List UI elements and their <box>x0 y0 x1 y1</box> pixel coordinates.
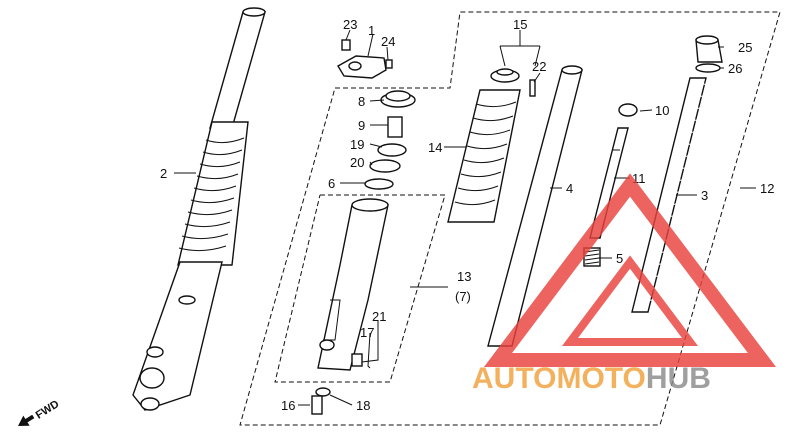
label-part-1: 1 <box>368 23 375 38</box>
fork-spring <box>631 77 707 313</box>
fork-slider <box>317 198 389 371</box>
damper-rod <box>583 103 638 267</box>
label-part-22: 22 <box>532 59 546 74</box>
label-part-17: 17 <box>360 325 374 340</box>
label-part-3: 3 <box>701 188 708 203</box>
label-part-4: 4 <box>566 181 573 196</box>
subassembly-boundary <box>274 194 446 383</box>
label-part-10: 10 <box>655 103 669 118</box>
label-part-2: 2 <box>160 166 167 181</box>
label-part-25: 25 <box>738 40 752 55</box>
label-part-26: 26 <box>728 61 742 76</box>
drain-bolt <box>311 387 331 415</box>
fwd-arrow-icon <box>18 414 35 426</box>
watermark-text: AUTOMOTOHUB <box>472 362 711 395</box>
fwd-label: FWD <box>34 398 62 421</box>
label-part-6: 6 <box>328 176 335 191</box>
spring-seat-stack <box>364 90 416 190</box>
label-part-9: 9 <box>358 118 365 133</box>
fork-cap <box>695 35 723 73</box>
watermark-triangle-inner <box>562 255 698 346</box>
leader-lines <box>174 29 756 406</box>
watermark-logo: AUTOMOTOHUB <box>472 173 777 395</box>
label-part-8: 8 <box>358 94 365 109</box>
label-part-20: 20 <box>350 155 364 170</box>
label-part-24: 24 <box>381 34 395 49</box>
label-part-15: 15 <box>513 17 527 32</box>
label-part-19: 19 <box>350 137 364 152</box>
fwd-indicator: FWD <box>18 398 62 426</box>
watermark-text-automoto: AUTOMOTO <box>472 362 646 395</box>
label-part-13-qty: (7) <box>455 289 471 304</box>
fork-leg-assembly <box>132 7 266 411</box>
watermark-triangle-outer <box>483 173 777 367</box>
top-clamp <box>337 39 393 79</box>
label-part-13: 13 <box>457 269 471 284</box>
label-part-16: 16 <box>281 398 295 413</box>
dust-boot <box>447 68 536 223</box>
label-part-23: 23 <box>343 17 357 32</box>
label-part-5: 5 <box>616 251 623 266</box>
label-part-21: 21 <box>372 309 386 324</box>
label-part-14: 14 <box>428 140 442 155</box>
label-part-18: 18 <box>356 398 370 413</box>
label-part-12: 12 <box>760 181 774 196</box>
assembly-boundary <box>239 11 781 426</box>
watermark-text-hub: HUB <box>646 362 711 395</box>
